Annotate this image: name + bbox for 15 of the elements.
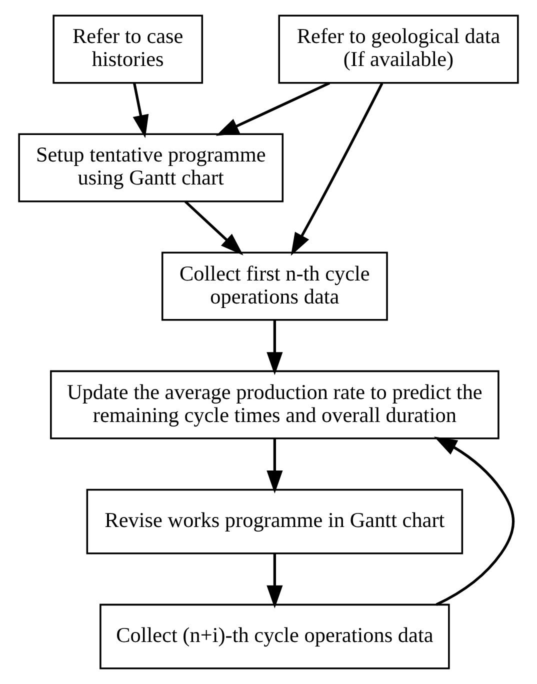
arrow [290,82,384,256]
node-box: Refer to geological data (If available) [278,14,519,84]
arrow [216,82,330,136]
node-box: Setup tentative programme using Gantt chart [18,133,284,202]
arrow [266,438,283,494]
node-box: Update the average production rate to predict the remaining cycle times and overall duration [50,370,500,440]
arrow [132,82,149,138]
node-box: Collect (n+i)-th cycle operations data [100,604,450,670]
arrow [434,436,515,606]
node-box: Revise works programme in Gantt chart [86,488,464,554]
node-box: Refer to case histories [52,14,204,84]
arrow [266,320,283,376]
arrow [266,554,283,608]
arrow [184,200,244,256]
node-box: Collect first n-th cycle operations data [161,252,388,321]
